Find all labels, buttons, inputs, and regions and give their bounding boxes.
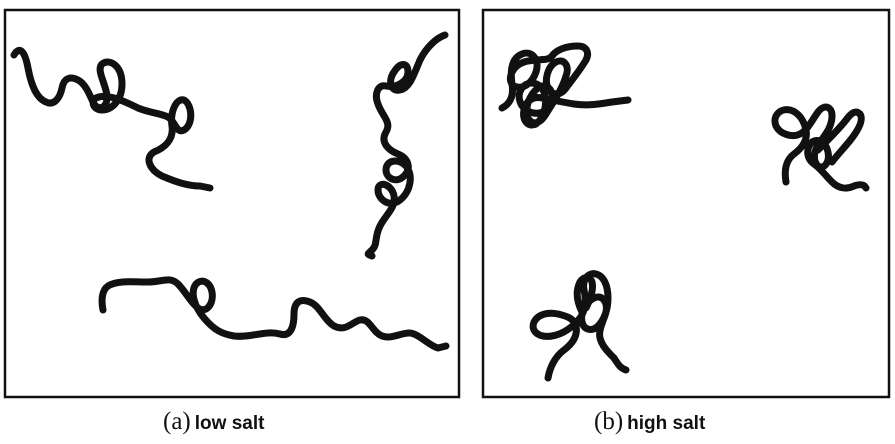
panel-b-chain-1 [498,42,632,129]
caption-b-text: high salt [627,413,706,434]
panel-b-chain-3 [529,270,630,382]
caption-a-text: low salt [194,413,265,434]
panel-b [481,8,891,399]
panel-b-frame [481,8,891,399]
panel-a-chain-1 [10,47,214,192]
panel-a-chain-3 [98,276,450,352]
caption-a: (a) low salt [163,405,264,439]
panel-a-frame [3,8,461,399]
caption-b: (b) high salt [594,405,705,439]
panel-a-chain-2 [364,31,449,260]
caption-b-letter: (b) [594,408,624,435]
caption-a-letter: (a) [163,408,191,435]
panel-b-chain-2 [771,103,870,192]
panel-a [3,8,461,399]
